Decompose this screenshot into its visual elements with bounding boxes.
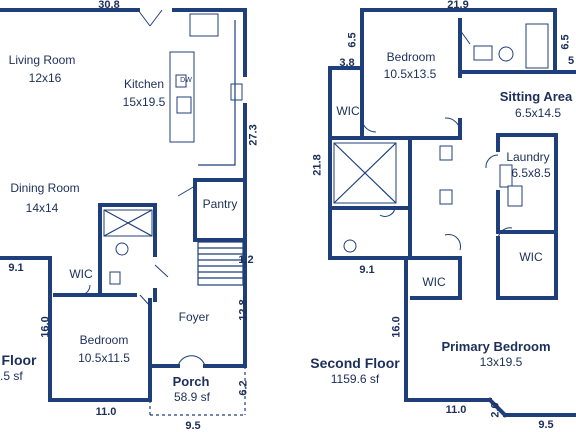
dimension-bottom-right-second: 9.5 (538, 419, 554, 431)
second-floor-fixtures (333, 23, 549, 253)
dimension-right-small-second: 5 (567, 55, 575, 67)
second-bedroom-size: 10.5x13.5 (383, 67, 437, 81)
dimension-step-second: 3.8 (339, 57, 355, 69)
dining-room-size: 14x14 (25, 201, 59, 215)
living-room-size: 12x16 (28, 71, 62, 85)
first-floor-area: 3.5 sf (0, 369, 23, 383)
dimension-foyer-right: 12.8 (237, 299, 250, 321)
second-wic-left-name: WIC (336, 104, 360, 118)
porch-area: 58.9 sf (173, 390, 211, 404)
kitchen-name: Kitchen (123, 77, 165, 91)
dimension-bedroom-left: 16.0 (39, 316, 52, 338)
laundry-size: 6.5x8.5 (511, 166, 551, 180)
primary-bedroom-size: 13x19.5 (479, 355, 523, 369)
dimension-bottom-second: 11.0 (445, 404, 467, 416)
foyer-name: Foyer (178, 310, 210, 324)
pantry-name: Pantry (202, 197, 238, 211)
second-wic-bottom-name: WIC (422, 275, 446, 289)
first-wic-name: WIC (69, 267, 93, 281)
first-floor-stairs (197, 241, 244, 286)
dimension-bedroom-left-second: 6.5 (346, 32, 359, 48)
second-wic-right-name: WIC (519, 250, 543, 264)
second-floor-walls (328, 8, 576, 418)
second-bedroom-name: Bedroom (386, 50, 436, 64)
first-bedroom-name: Bedroom (79, 333, 129, 347)
first-floor-walls (0, 8, 247, 402)
primary-bedroom-name: Primary Bedroom (441, 339, 551, 354)
dimension-porch-right: 6.2 (237, 380, 250, 396)
dimension-right-first: 27.3 (247, 124, 260, 146)
second-floor-title: Second Floor (310, 355, 400, 371)
dishwasher-label: DW (180, 77, 192, 84)
dimension-left-second: 21.8 (311, 154, 324, 176)
dining-room-name: Dining Room (10, 181, 80, 195)
dimension-right-top-second: 6.5 (559, 34, 572, 50)
dimension-stair: 1.2 (238, 254, 254, 266)
sitting-area-size: 6.5x14.5 (514, 106, 562, 120)
first-floor-fixtures (79, 9, 246, 416)
dimension-top-second: 21.9 (447, 0, 469, 11)
second-floor-area: 1159.6 sf (330, 372, 380, 386)
first-bedroom-size: 10.5x11.5 (78, 351, 130, 365)
dimension-bottom-jog: 2.0 (489, 402, 502, 418)
dimension-top-first: 30.8 (98, 0, 120, 11)
dimension-porch-bottom: 9.5 (185, 420, 201, 432)
kitchen-size: 15x19.5 (122, 95, 166, 109)
first-floor-title: Floor (1, 352, 37, 368)
sitting-area-name: Sitting Area (499, 89, 573, 104)
dimension-bottom-first: 11.0 (95, 406, 117, 418)
dimension-left-first: 9.1 (8, 262, 24, 274)
dimension-bath-bottom-second: 9.1 (359, 264, 375, 276)
living-room-name: Living Room (8, 53, 76, 67)
porch-name: Porch (172, 374, 210, 389)
dimension-primary-left: 16.0 (390, 316, 403, 338)
laundry-name: Laundry (506, 150, 550, 164)
